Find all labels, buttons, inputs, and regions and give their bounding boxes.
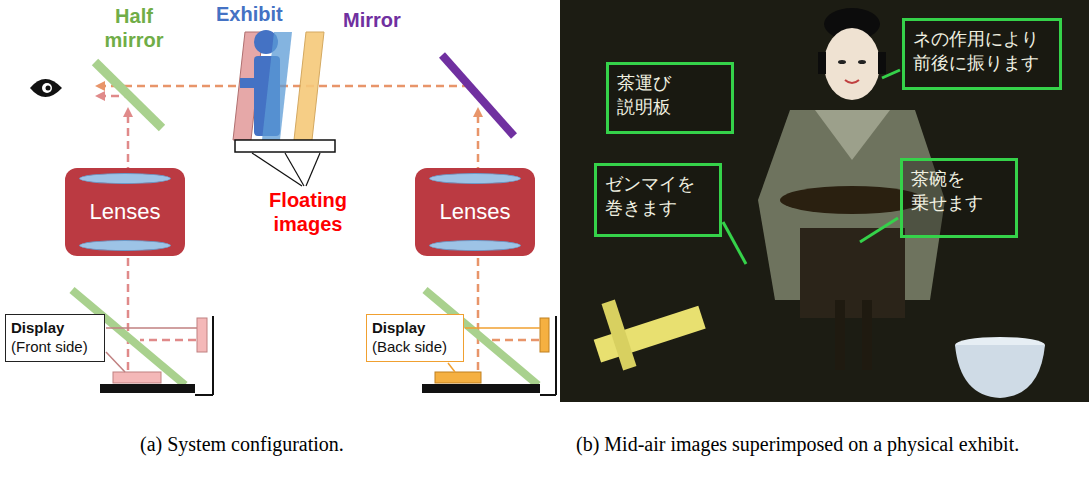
component-label: Half mirror (92, 4, 176, 52)
lens-label: Lenses (440, 199, 511, 225)
lens-box: Lenses (415, 168, 535, 256)
exhibit-photo (815, 110, 890, 160)
exhibit-photo (955, 345, 1045, 398)
exhibit-photo (602, 300, 637, 371)
pointer-line (285, 153, 304, 186)
exhibit-photo (858, 60, 866, 64)
eye-symbol (30, 79, 62, 97)
lens-symbol (429, 240, 521, 251)
display-unit-back (465, 327, 540, 329)
subfigure-caption: (a) System configuration. (140, 432, 460, 456)
half-mirror (95, 62, 162, 128)
annotation-text: ゼンマイを 巻きます (605, 172, 711, 221)
pointer-line (252, 153, 320, 186)
exhibit-photo (860, 218, 898, 242)
lens-symbol (79, 173, 171, 184)
exhibit-photo (862, 300, 872, 370)
display-unit-back (555, 316, 557, 395)
display-unit-back (448, 363, 455, 372)
lens-label: Lenses (90, 199, 161, 225)
lens-symbol (429, 173, 521, 184)
display-unit-front (106, 352, 125, 372)
display-unit-front (113, 372, 161, 383)
subfigure-caption: (b) Mid-air images superimposed on a phy… (576, 432, 1081, 456)
display-label-box: Display(Front side) (5, 314, 105, 362)
display-unit-back (435, 372, 481, 383)
exhibit-photo (824, 28, 880, 100)
exhibit-photo (723, 222, 746, 264)
exhibit-photo (835, 300, 845, 370)
exhibit-photo (882, 70, 900, 78)
display-unit-front (195, 394, 213, 396)
display-label-box: Display(Back side) (366, 314, 464, 362)
exhibit-figure (294, 32, 324, 140)
exhibit-figure (233, 30, 335, 152)
display-title: Display (372, 319, 458, 338)
exhibit-photo (560, 0, 1089, 402)
light-path (140, 339, 196, 342)
eye-symbol (42, 83, 52, 93)
display-unit-front (106, 327, 197, 329)
eye-symbol (30, 79, 62, 97)
exhibit-figure (235, 140, 335, 152)
lens-symbol (79, 240, 171, 251)
display-side: (Front side) (11, 338, 99, 357)
component-label: Mirror (343, 8, 433, 32)
lens-box: Lenses (65, 168, 185, 256)
display-unit-front (100, 384, 195, 393)
exhibit-photo (878, 52, 886, 74)
exhibit-photo (838, 60, 846, 64)
annotation-text: 茶運び 説明板 (617, 71, 723, 120)
exhibit-figure (240, 78, 256, 88)
exhibit-photo (845, 80, 859, 83)
exhibit-photo (560, 0, 1089, 402)
annotation-text: 茶碗を 乗せます (911, 167, 1007, 216)
annotation-box: ネの作用により 前後に振ります (902, 18, 1062, 90)
display-unit-front (100, 316, 213, 395)
exhibit-photo (800, 228, 905, 318)
annotation-box: 茶運び 説明板 (606, 62, 734, 134)
display-side: (Back side) (372, 338, 458, 357)
mirror (442, 55, 514, 136)
display-unit-front (212, 316, 214, 395)
light-path (490, 339, 539, 342)
component-label: Floating images (256, 188, 360, 236)
display-unit-back (540, 318, 549, 352)
eye-symbol (46, 86, 51, 91)
display-unit-front (197, 318, 207, 352)
annotation-text: ネの作用により 前後に振ります (913, 27, 1051, 76)
annotation-box: 茶碗を 乗せます (900, 158, 1018, 238)
display-title: Display (11, 319, 99, 338)
display-unit-back (540, 394, 556, 396)
exhibit-photo (560, 0, 1089, 402)
pointer-line (306, 153, 320, 186)
annotation-box: ゼンマイを 巻きます (594, 163, 722, 237)
mirror (442, 55, 514, 136)
display-unit-back (422, 384, 540, 393)
exhibit-figure (262, 32, 292, 140)
exhibit-photo (818, 52, 826, 74)
component-label: Exhibit (216, 2, 306, 26)
